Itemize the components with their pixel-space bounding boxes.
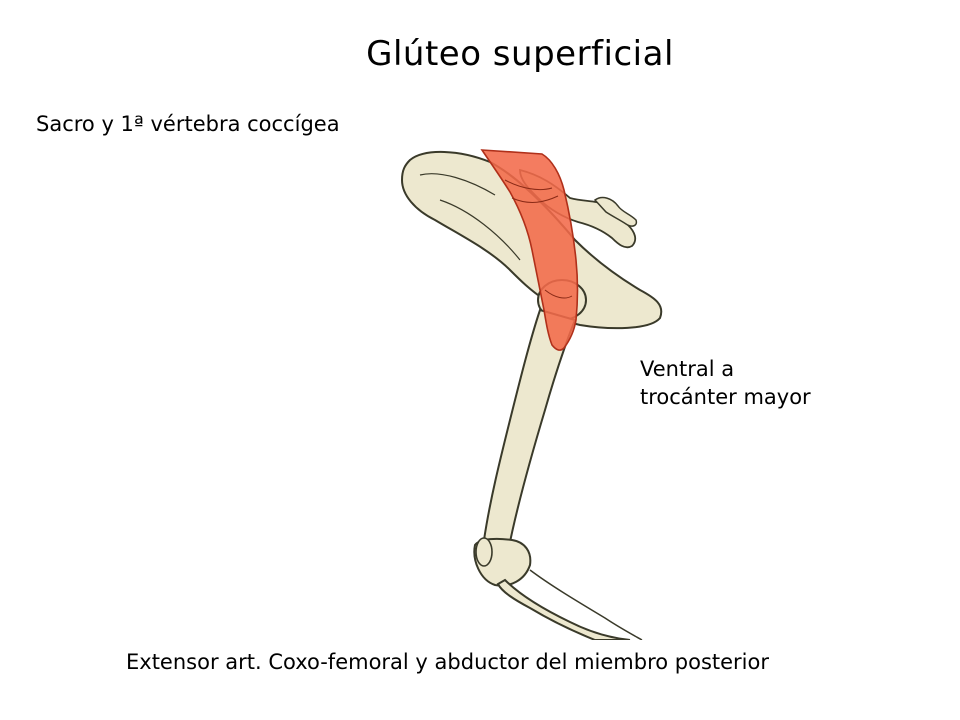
insertion-label-line2: trocánter mayor bbox=[640, 385, 811, 409]
pelvis-detail bbox=[419, 173, 521, 261]
insertion-label-line1: Ventral a bbox=[640, 357, 735, 381]
muscle-overlay-detail bbox=[504, 179, 573, 299]
tibia-bone bbox=[496, 578, 631, 640]
fibula-bone bbox=[529, 569, 643, 640]
caudal-vertebra bbox=[593, 196, 638, 227]
patella bbox=[475, 537, 493, 567]
action-label: Extensor art. Coxo-femoral y abductor de… bbox=[126, 650, 769, 674]
slide-title: Glúteo superficial bbox=[366, 34, 674, 74]
superficial-gluteal-muscle bbox=[480, 149, 579, 351]
origin-label: Sacro y 1ª vértebra coccígea bbox=[36, 112, 340, 136]
insertion-label: Ventral a trocánter mayor bbox=[640, 355, 811, 411]
hindlimb-skeleton-illustration bbox=[400, 149, 663, 640]
